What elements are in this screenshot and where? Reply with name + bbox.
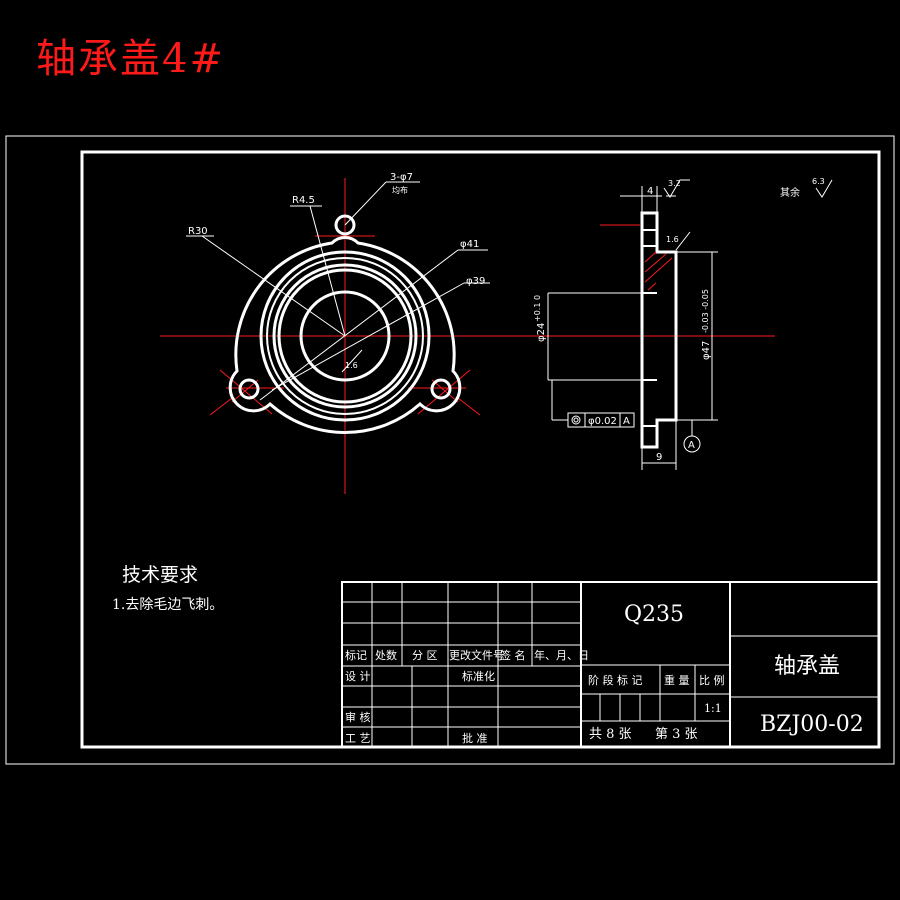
title-block-grid (341, 581, 880, 748)
header-change-doc: 更改文件号 (449, 649, 504, 662)
sheet-number: 第 3 张 (655, 727, 698, 742)
tolerance-datum: A (623, 416, 630, 427)
surface-note-value: 6.3 (812, 177, 825, 186)
tech-req-item: 1.去除毛边飞刺。 (112, 597, 224, 613)
dim-d47: φ47 (701, 341, 712, 360)
side-view (528, 179, 833, 470)
approve-label: 批 准 (462, 732, 488, 745)
outer-frame (5, 135, 895, 765)
review-label: 审 核 (345, 711, 371, 724)
page-title: 轴承盖4# (36, 36, 225, 82)
dim-rough-16: 1.6 (666, 235, 679, 244)
header-mark: 标记 (345, 649, 367, 662)
dim-d47-tol: -0.03 -0.05 (701, 289, 710, 333)
dim-d41: φ41 (460, 239, 479, 250)
weight-label: 重 量 (664, 674, 690, 687)
technical-requirements: 技术要求 1.去除毛边飞刺。 (112, 563, 223, 615)
dim-front-rough: 1.6 (345, 361, 358, 370)
tech-req-heading: 技术要求 (122, 564, 199, 586)
design-label: 设 计 (345, 670, 371, 683)
dim-holes: 3-φ7 (390, 172, 413, 183)
header-signature: 签 名 (500, 649, 526, 662)
part-name: 轴承盖 (774, 654, 841, 679)
dim-rough-32: 3.2 (668, 179, 681, 188)
scale-value: 1:1 (704, 702, 722, 715)
stage-label: 阶 段 标 记 (588, 674, 643, 687)
drawing-number: BZJ00-02 (760, 712, 864, 737)
scale-label: 比 例 (699, 674, 725, 687)
datum-label: A (688, 440, 695, 451)
process-label: 工 艺 (345, 732, 371, 745)
front-view (160, 178, 528, 494)
dim-holes-note: 均布 (392, 185, 408, 195)
dim-d39: φ39 (466, 276, 485, 287)
dim-w9: 9 (656, 452, 662, 463)
header-count: 处数 (375, 649, 397, 662)
dim-r45: R4.5 (292, 195, 315, 206)
dim-d24: φ24 (536, 323, 547, 342)
dim-r30: R30 (188, 226, 208, 237)
standardize-label: 标准化 (462, 670, 495, 683)
tolerance-value: φ0.02 (588, 416, 617, 427)
dim-d24-tol: +0.1 0 (533, 295, 542, 322)
sheet-total: 共 8 张 (589, 727, 632, 742)
dim-w4: 4 (647, 186, 653, 197)
material-label: Q235 (624, 602, 685, 627)
header-date: 年、月、日 (534, 649, 589, 662)
header-zone: 分 区 (412, 649, 438, 662)
surface-note-label: 其余 (780, 186, 800, 199)
